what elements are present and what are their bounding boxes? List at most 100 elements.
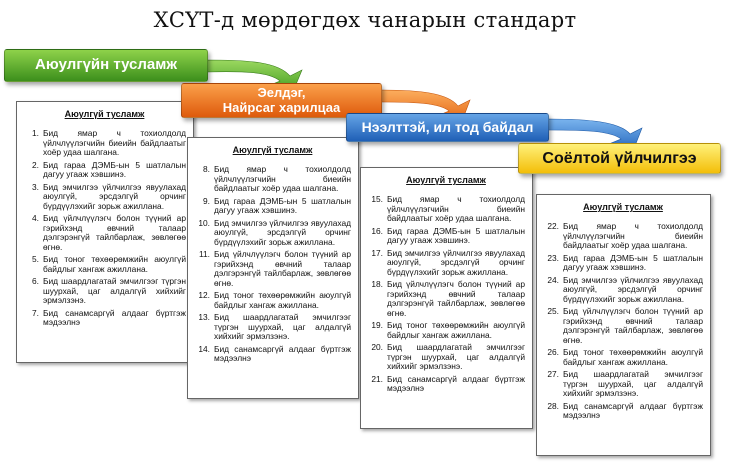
item-text: Бид тоног төхөөрөмжийн аюулгүй байдлыг х… [387, 320, 525, 340]
list-item: 25. Бид үйлчлүүлэгч болон түүний ар гэрий… [543, 306, 703, 345]
list-item: 19. Бид тоног төхөөрөмжийн аюулгүй байдлы… [367, 320, 525, 340]
item-text: Бид санамсаргүй алдааг бүртгэж мэдээлнэ [387, 373, 525, 393]
item-text: Бид үйлчлүүлэгч болон түүний ар гэрийхэн… [43, 213, 186, 252]
list-item: 4. Бид үйлчлүүлэгч болон түүний ар гэрийх… [23, 213, 186, 252]
standards-list: 8. Бид ямар ч тохиолдолд үйлчлүүлэгчийн б… [194, 164, 351, 364]
item-text: Бид ямар ч тохиолдолд үйлчлүүлэгчийн бие… [214, 164, 351, 193]
item-number: 20. [371, 342, 383, 352]
item-text: Бид ямар ч тохиолдолд үйлчлүүлэгчийн бие… [563, 221, 703, 250]
item-number: 4. [32, 213, 39, 223]
list-item: 27.Бид шаардлагатай эмчилгээг түргэн шуу… [543, 369, 703, 399]
list-item: 14. Бид санамсаргүй алдааг бүртгэж мэдээл… [194, 343, 351, 364]
item-text: Бид гараа ДЭМБ-ын 5 шатлалын дагуу угааж… [43, 159, 186, 179]
list-item: 12. Бид тоног төхөөрөмжийн аюулгүй байдлы… [194, 290, 351, 310]
banner-label: Аюулгүйн тусламж [35, 56, 177, 74]
item-text: Бид үйлчлүүлэгч болон түүний ар гэрийхэн… [387, 279, 525, 318]
list-item: 9. Бид гараа ДЭМБ-ын 5 шатлалын дагуу уга… [194, 195, 351, 216]
item-number: 28. [547, 400, 559, 411]
item-text: Бид гараа ДЭМБ-ын 5 шатлалын дагуу угааж… [563, 252, 703, 272]
item-text: Бид шаардлагатай эмчилгээг түргэн шуурха… [214, 312, 351, 341]
list-item: 28.Бид санамсаргүй алдааг бүртгэж мэдээл… [543, 400, 703, 421]
list-item: 1.Бид ямар ч тохиолдолд үйлчлүүлэгчийн б… [23, 128, 186, 158]
item-number: 1. [32, 128, 39, 138]
standards-panel-1: Аюулгүй тусламж 1.Бид ямар ч тохиолдолд … [16, 101, 194, 363]
item-text: Бид тоног төхөөрөмжийн аюулгүй байдлыг х… [563, 347, 703, 367]
item-number: 3. [32, 181, 39, 192]
standards-panel-4: Аюулгүй тусламж 22. Бид ямар ч тохиолдолд… [536, 194, 711, 456]
item-number: 2. [32, 159, 39, 170]
list-item: 6. Бид шаардлагатай эмчилгээг түргэн шуур… [23, 276, 186, 306]
item-text: Бид эмчилгээ үйлчилгээ явуулахад аюулгүй… [214, 217, 351, 247]
item-text: Бид гараа ДЭМБ-ын 5 шатлалын дагуу угааж… [387, 225, 525, 245]
list-item: 7. Бид санамсаргүй алдааг бүртгэж мэдээлн… [23, 307, 186, 328]
list-item: 3. Бид эмчилгээ үйлчилгээ явуулахад аюулг… [23, 181, 186, 212]
item-number: 9. [203, 195, 210, 206]
standards-list: 1.Бид ямар ч тохиолдолд үйлчлүүлэгчийн б… [23, 128, 186, 328]
item-text: Бид тоног төхөөрөмжийн аюулгүй байдлыг х… [214, 290, 351, 310]
item-number: 26. [547, 347, 559, 357]
banner-label: Эелдэг, Найрсаг харилцаа [222, 84, 341, 115]
panel-title: Аюулгүй тусламж [406, 175, 486, 185]
item-number: 24. [547, 274, 559, 285]
item-number: 5. [32, 254, 39, 264]
page-title: ХСҮТ-д мөрдөгдөх чанарын стандарт [153, 8, 577, 32]
item-text: Бид эмчилгээ үйлчилгээ явуулахад аюулгүй… [43, 181, 186, 211]
panel-title: Аюулгүй тусламж [64, 109, 145, 119]
list-item: 11. Бид үйлчлүүлэгч болон түүний ар гэрий… [194, 249, 351, 288]
panel-title: Аюулгүй тусламж [583, 202, 663, 212]
item-text: Бид гараа ДЭМБ-ын 5 шатлалын дагуу угааж… [214, 195, 351, 215]
item-text: Бид эмчилгээ үйлчилгээ явуулахад аюулгүй… [563, 274, 703, 304]
list-item: 2. Бид гараа ДЭМБ-ын 5 шатлалын дагуу уга… [23, 159, 186, 180]
standards-panel-3: Аюулгүй тусламж 15. Бид ямар ч тохиолдолд… [360, 167, 533, 429]
item-number: 27. [547, 369, 559, 379]
item-number: 19. [371, 320, 383, 330]
standards-panel-2: Аюулгүй тусламж 8. Бид ямар ч тохиолдолд … [187, 137, 359, 399]
list-item: 5.Бид тоног төхөөрөмжийн аюулгүй байдлыг… [23, 254, 186, 274]
item-text: Бид шаардлагатай эмчилгээг түргэн шуурха… [43, 276, 186, 305]
item-text: Бид ямар ч тохиолдолд үйлчлүүлэгчийн бие… [387, 194, 525, 223]
item-number: 11. [198, 249, 210, 259]
banner-label: Нээлттэй, ил тод байдал [361, 118, 534, 135]
item-number: 13. [198, 312, 210, 322]
item-text: Бид шаардлагатай эмчилгээг түргэн шуурха… [387, 342, 525, 371]
item-number: 21. [371, 373, 383, 384]
standards-list: 15. Бид ямар ч тохиолдолд үйлчлүүлэгчийн … [367, 194, 525, 394]
item-number: 23. [547, 252, 559, 263]
list-item: 24. Бид эмчилгээ үйлчилгээ явуулахад аюул… [543, 274, 703, 305]
panel-title: Аюулгүй тусламж [232, 145, 313, 155]
item-number: 18. [371, 279, 383, 289]
banner-friendly-communication: Эелдэг, Найрсаг харилцаа [181, 83, 382, 118]
item-text: Бид эмчилгээ үйлчилгээ явуулахад аюулгүй… [387, 247, 525, 277]
list-item: 18. Бид үйлчлүүлэгч болон түүний ар гэрий… [367, 279, 525, 318]
banner-cultured-service: Соёлтой үйлчилгээ [518, 143, 721, 174]
list-item: 13. Бид шаардлагатай эмчилгээг түргэн шуу… [194, 312, 351, 342]
item-number: 12. [198, 290, 210, 300]
banner-label: Соёлтой үйлчилгээ [542, 149, 697, 167]
item-text: Бид санамсаргүй алдааг бүртгэж мэдээлнэ [214, 343, 351, 363]
list-item: 23. Бид гараа ДЭМБ-ын 5 шатлалын дагуу уг… [543, 252, 703, 273]
item-text: Бид үйлчлүүлэгч болон түүний ар гэрийхэн… [214, 249, 351, 288]
item-number: 16. [371, 225, 383, 236]
banner-transparency: Нээлттэй, ил тод байдал [346, 113, 549, 142]
item-number: 25. [547, 306, 559, 316]
list-item: 10. Бид эмчилгээ үйлчилгээ явуулахад аюул… [194, 217, 351, 248]
item-number: 22. [547, 221, 559, 231]
list-item: 21. Бид санамсаргүй алдааг бүртгэж мэдээл… [367, 373, 525, 394]
list-item: 26. Бид тоног төхөөрөмжийн аюулгүй байдлы… [543, 347, 703, 367]
list-item: 16. Бид гараа ДЭМБ-ын 5 шатлалын дагуу уг… [367, 225, 525, 246]
item-text: Бид санамсаргүй алдааг бүртгэж мэдээлнэ [43, 307, 186, 327]
list-item: 8. Бид ямар ч тохиолдолд үйлчлүүлэгчийн б… [194, 164, 351, 194]
item-number: 7. [32, 307, 39, 318]
item-text: Бид үйлчлүүлэгч болон түүний ар гэрийхэн… [563, 306, 703, 345]
list-item: 20. Бид шаардлагатай эмчилгээг түргэн шуу… [367, 342, 525, 372]
list-item: 15. Бид ямар ч тохиолдолд үйлчлүүлэгчийн … [367, 194, 525, 224]
item-number: 6. [32, 276, 39, 286]
item-number: 14. [198, 343, 210, 354]
banner-safety-care: Аюулгүйн тусламж [4, 49, 208, 82]
item-number: 8. [203, 164, 210, 174]
item-number: 10. [198, 217, 210, 228]
list-item: 17.Бид эмчилгээ үйлчилгээ явуулахад аюул… [367, 247, 525, 278]
item-number: 15. [371, 194, 383, 204]
standards-list: 22. Бид ямар ч тохиолдолд үйлчлүүлэгчийн … [543, 221, 703, 421]
list-item: 22. Бид ямар ч тохиолдолд үйлчлүүлэгчийн … [543, 221, 703, 251]
